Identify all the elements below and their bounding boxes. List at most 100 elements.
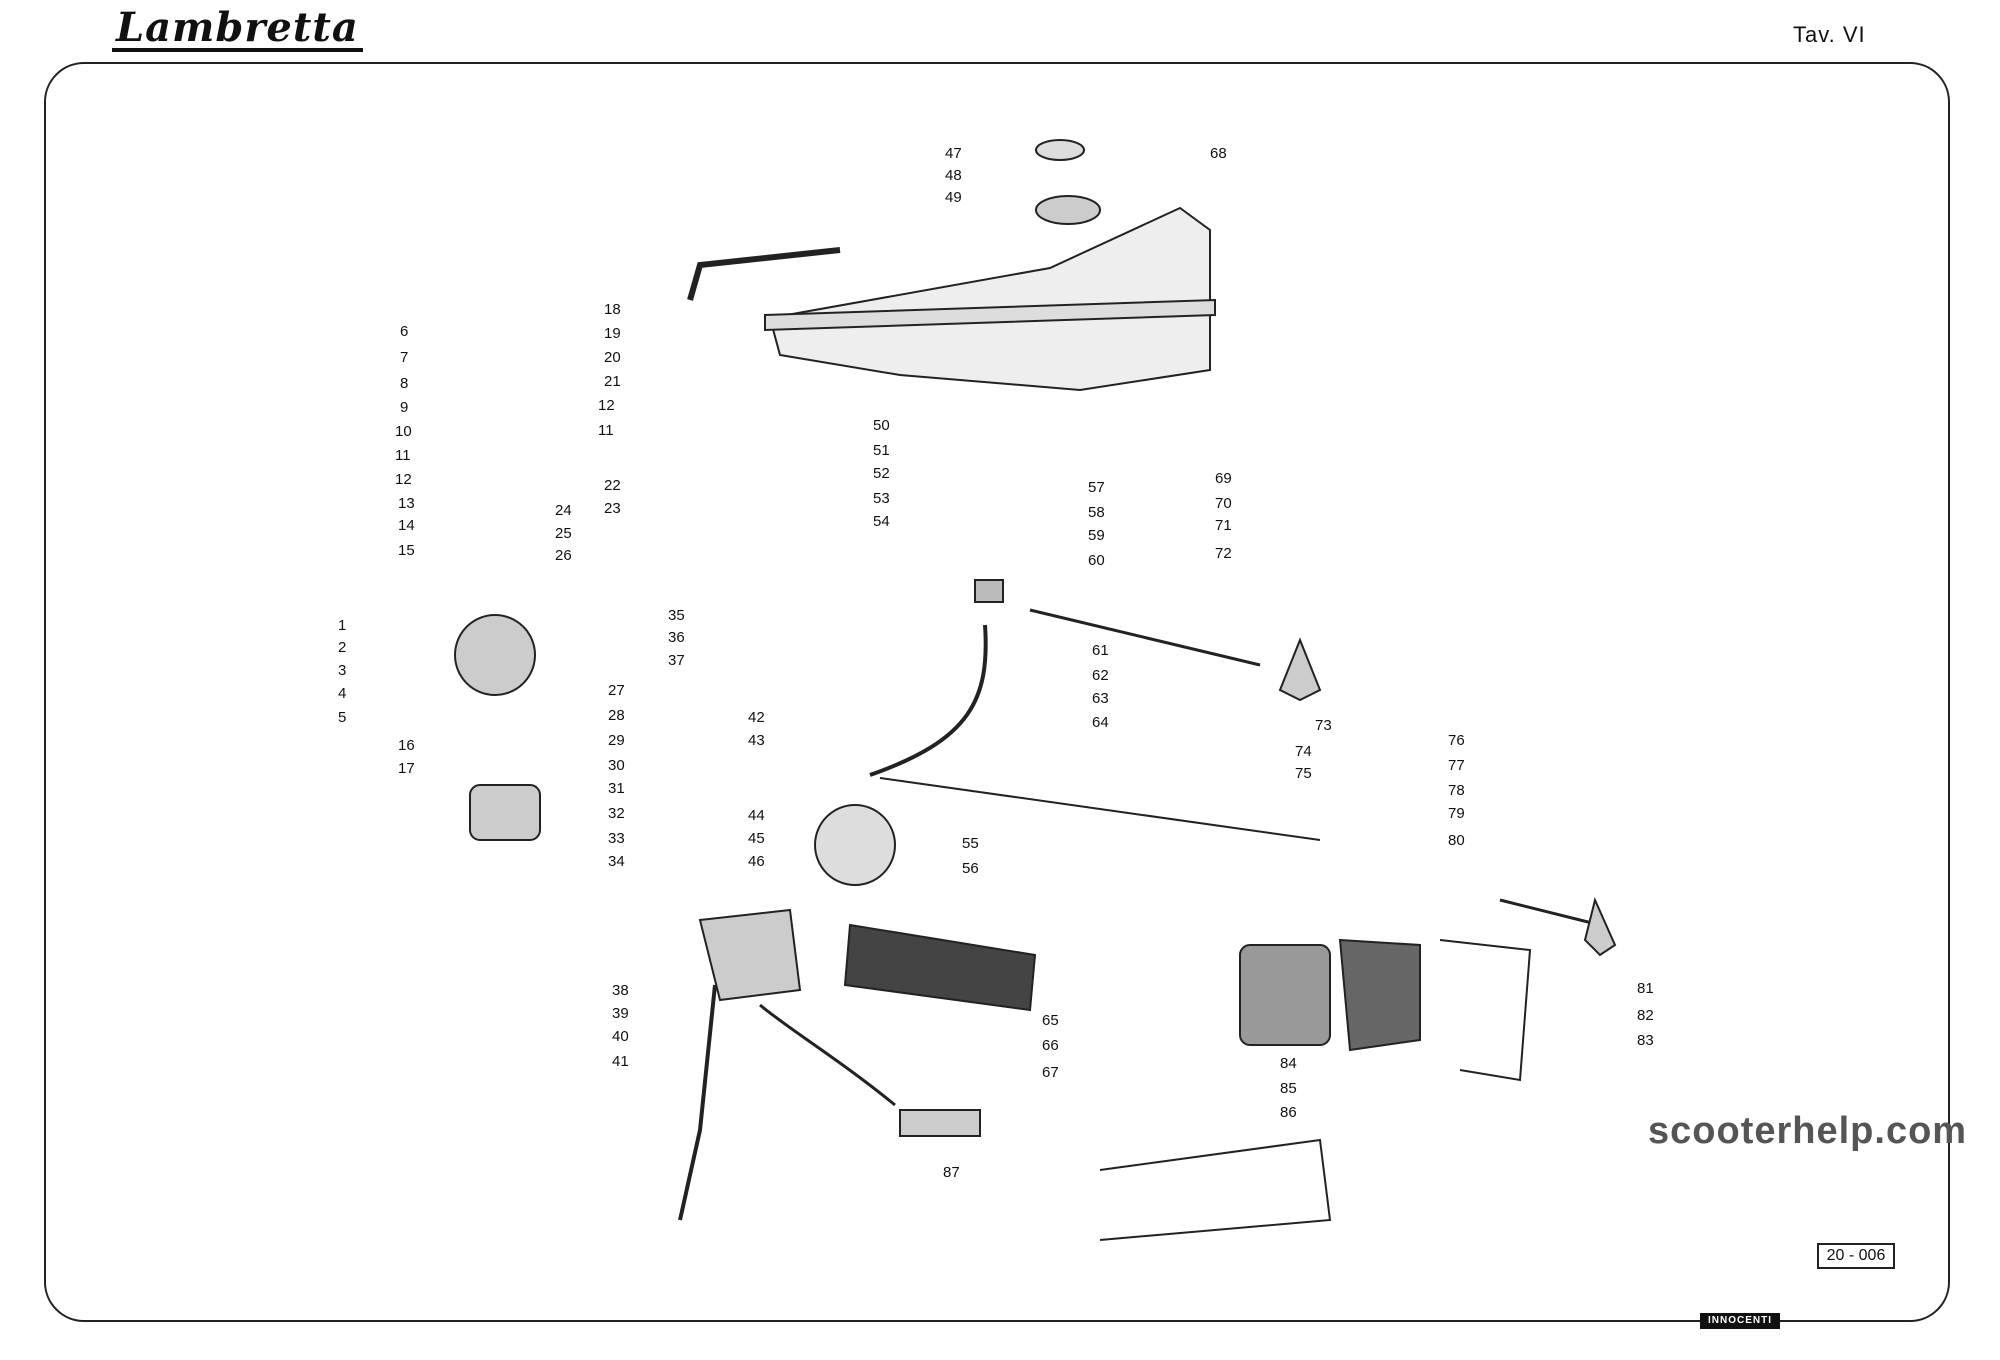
part-label-49: 49: [945, 189, 962, 206]
part-label-52: 52: [873, 465, 890, 482]
choke-rod: [1499, 898, 1601, 927]
part-label-43: 43: [748, 732, 765, 749]
part-label-42: 42: [748, 709, 765, 726]
part-label-16: 16: [398, 737, 415, 754]
throttle-cable: [879, 777, 1321, 841]
part-label-69: 69: [1215, 470, 1232, 487]
part-label-37: 37: [668, 652, 685, 669]
footboard: [1099, 1138, 1332, 1241]
part-label-4: 4: [338, 685, 346, 702]
part-label-74: 74: [1295, 743, 1312, 760]
part-label-57: 57: [1088, 479, 1105, 496]
part-label-65: 65: [1042, 1012, 1059, 1029]
part-label-82: 82: [1637, 1007, 1654, 1024]
part-label-23: 23: [604, 500, 621, 517]
part-label-22: 22: [604, 477, 621, 494]
plate-number: Tav. VI: [1793, 22, 1866, 47]
part-label-44: 44: [748, 807, 765, 824]
part-label-12: 12: [395, 471, 412, 488]
part-label-26: 26: [555, 547, 572, 564]
filler-neck: [1035, 195, 1101, 225]
part-label-78: 78: [1448, 782, 1465, 799]
part-label-71: 71: [1215, 517, 1232, 534]
part-label-18: 18: [604, 301, 621, 318]
part-label-63: 63: [1092, 690, 1109, 707]
fuel-tap: [974, 579, 1004, 603]
part-label-10: 10: [395, 423, 412, 440]
filter-cover: [1338, 938, 1421, 1052]
arrow-to-silencer: [759, 1003, 896, 1107]
part-label-84: 84: [1280, 1055, 1297, 1072]
part-label-83: 83: [1637, 1032, 1654, 1049]
part-label-86: 86: [1280, 1104, 1297, 1121]
part-label-39: 39: [612, 1005, 629, 1022]
part-label-6: 6: [400, 323, 408, 340]
part-label-58: 58: [1088, 504, 1105, 521]
part-label-24: 24: [555, 502, 572, 519]
filler-cap: [1035, 139, 1085, 161]
part-label-73: 73: [1315, 717, 1332, 734]
part-label-41: 41: [612, 1053, 629, 1070]
part-label-20: 20: [604, 349, 621, 366]
part-label-7: 7: [400, 349, 408, 366]
part-label-36: 36: [668, 629, 685, 646]
part-label-1: 1: [338, 617, 346, 634]
choke-knob: [1583, 896, 1617, 957]
tank-bar: [687, 247, 841, 301]
part-label-85: 85: [1280, 1080, 1297, 1097]
part-label-11: 11: [395, 447, 411, 464]
part-label-67: 67: [1042, 1064, 1059, 1081]
part-label-59: 59: [1088, 527, 1105, 544]
part-label-27: 27: [608, 682, 625, 699]
fuel-tank: [768, 206, 1211, 392]
part-label-35: 35: [668, 607, 685, 624]
air-filter: [1239, 944, 1331, 1046]
part-label-61: 61: [1092, 642, 1109, 659]
part-label-31: 31: [608, 780, 625, 797]
tap-rod: [1029, 608, 1261, 667]
part-label-87: 87: [943, 1164, 960, 1181]
part-label-50: 50: [873, 417, 890, 434]
part-label-14: 14: [398, 517, 415, 534]
part-label-13: 13: [398, 495, 415, 512]
part-label-17: 17: [398, 760, 415, 777]
part-label-76: 76: [1448, 732, 1465, 749]
part-label-56: 56: [962, 860, 979, 877]
carb-installed: [814, 804, 896, 886]
part-label-46: 46: [748, 853, 765, 870]
part-label-47: 47: [945, 145, 962, 162]
air-silencer: [698, 908, 802, 1002]
part-label-53: 53: [873, 490, 890, 507]
part-label-9: 9: [400, 399, 408, 416]
part-label-2: 2: [338, 639, 346, 656]
part-label-30: 30: [608, 757, 625, 774]
part-label-40: 40: [612, 1028, 629, 1045]
fuel-hose: [869, 624, 988, 777]
part-label-extra-11: 11: [598, 422, 614, 439]
retaining-spring: [1439, 939, 1532, 1082]
part-label-64: 64: [1092, 714, 1109, 731]
carburettor-body: [454, 614, 536, 696]
part-label-45: 45: [748, 830, 765, 847]
part-label-60: 60: [1088, 552, 1105, 569]
part-label-62: 62: [1092, 667, 1109, 684]
tank-flange: [764, 298, 1216, 332]
plate-code: 20 - 006: [1817, 1243, 1895, 1269]
part-label-66: 66: [1042, 1037, 1059, 1054]
part-label-38: 38: [612, 982, 629, 999]
part-label-80: 80: [1448, 832, 1465, 849]
part-label-3: 3: [338, 662, 346, 679]
part-label-54: 54: [873, 513, 890, 530]
part-label-79: 79: [1448, 805, 1465, 822]
part-label-34: 34: [608, 853, 625, 870]
part-label-32: 32: [608, 805, 625, 822]
part-label-81: 81: [1637, 980, 1654, 997]
part-label-68: 68: [1210, 145, 1227, 162]
part-label-28: 28: [608, 707, 625, 724]
intake-bellows: [843, 923, 1037, 1012]
drain-pipe: [678, 984, 717, 1221]
part-label-25: 25: [555, 525, 572, 542]
part-label-75: 75: [1295, 765, 1312, 782]
lambretta-logo: Lambretta: [112, 8, 363, 52]
part-labels: 1234567891011121314151617181920212223242…: [338, 145, 1654, 1181]
